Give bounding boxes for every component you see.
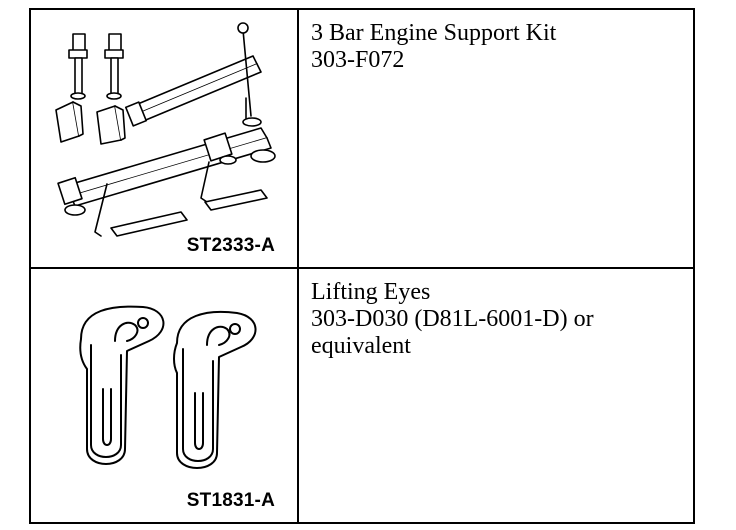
- tool-description: 3 Bar Engine Support Kit 303-F072: [299, 10, 693, 74]
- brackets-icon: [110, 189, 268, 237]
- tool-number: 303-D030 (D81L-6001-D) or: [311, 306, 594, 332]
- image-code-label: ST2333-A: [186, 235, 275, 256]
- tool-name: Lifting Eyes: [311, 279, 431, 305]
- tool-row-engine-support-kit: ST2333-A 3 Bar Engine Support Kit 303-F0…: [29, 8, 695, 269]
- engine-support-kit-illustration: [55, 22, 276, 237]
- special-tools-table: ST2333-A 3 Bar Engine Support Kit 303-F0…: [29, 8, 695, 524]
- tool-description: Lifting Eyes 303-D030 (D81L-6001-D) or e…: [299, 269, 693, 360]
- tool-description-cell: 3 Bar Engine Support Kit 303-F072: [297, 8, 695, 269]
- lifting-eye-left-icon: [79, 305, 165, 465]
- tool-name: 3 Bar Engine Support Kit: [311, 20, 557, 46]
- upper-bar-icon: [124, 22, 262, 127]
- lifting-eyes-illustration: [79, 305, 257, 469]
- tool-description-cell: Lifting Eyes 303-D030 (D81L-6001-D) or e…: [297, 267, 695, 524]
- tool-alternative: equivalent: [311, 333, 411, 359]
- support-blocks-icon: [55, 101, 126, 145]
- tool-image-cell: ST1831-A: [29, 267, 299, 524]
- lifting-eye-right-icon: [173, 310, 257, 469]
- image-code-label: ST1831-A: [186, 490, 275, 511]
- support-posts-icon: [68, 33, 124, 100]
- main-bar-icon: [57, 127, 276, 216]
- tool-image-cell: ST2333-A: [29, 8, 299, 269]
- tool-row-lifting-eyes: ST1831-A Lifting Eyes 303-D030 (D81L-600…: [29, 267, 695, 524]
- tool-number: 303-F072: [311, 47, 405, 73]
- hooks-icon: [94, 97, 247, 237]
